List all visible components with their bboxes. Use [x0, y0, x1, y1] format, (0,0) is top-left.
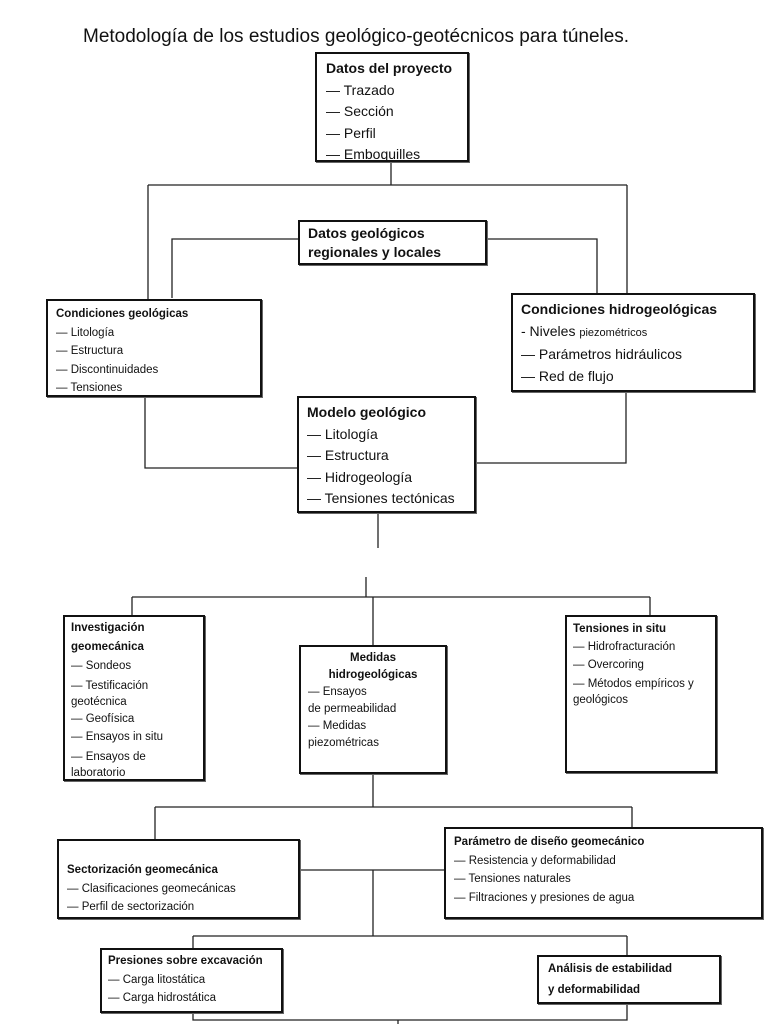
- list-item: laboratorio: [71, 766, 126, 779]
- list-item: — Red de flujo: [521, 367, 614, 384]
- list-item: — Trazado: [326, 81, 395, 98]
- list-item: — Testificación: [71, 679, 149, 692]
- connector: [144, 391, 627, 469]
- connector: [154, 773, 633, 839]
- diagram-title: Metodología de los estudios geológico-ge…: [83, 26, 630, 47]
- box-datos-geologicos: Datos geológicos regionales y locales: [298, 220, 487, 265]
- list-item: — Estructura: [56, 345, 124, 357]
- list-item: — Perfil: [326, 124, 376, 141]
- list-item: — Tensiones tectónicas: [307, 490, 455, 506]
- box-heading: Condiciones geológicas: [56, 308, 189, 320]
- box-heading: Investigación: [71, 622, 145, 634]
- list-item-suffix: piezométricos: [579, 326, 648, 339]
- list-item: — Tensiones: [56, 382, 123, 394]
- list-item: — Métodos empíricos y: [573, 678, 694, 690]
- list-item: — Overcoring: [573, 659, 644, 671]
- list-item: — Hidrofracturación: [573, 641, 676, 653]
- box-heading: geomecánica: [71, 640, 144, 653]
- list-item: — Tensiones naturales: [454, 873, 571, 885]
- box-investigacion-geomecanica: Investigación geomecánica — Sondeos — Te…: [63, 615, 205, 781]
- list-item: de permeabilidad: [308, 703, 397, 715]
- connector: [192, 869, 628, 955]
- list-item: — Litología: [56, 326, 115, 339]
- list-item: — Emboquilles: [326, 146, 421, 162]
- list-item: — Filtraciones y presiones de agua: [454, 891, 635, 904]
- connector: [192, 1003, 628, 1024]
- box-heading: Datos geológicos: [308, 225, 425, 241]
- list-item: — Geofísica: [71, 712, 135, 725]
- box-datos-proyecto: Datos del proyecto — Trazado — Sección —…: [315, 52, 469, 162]
- box-heading: Presiones sobre excavación: [108, 955, 263, 967]
- box-heading: Condiciones hidrogeológicas: [521, 301, 718, 317]
- list-item: — Litología: [307, 425, 378, 442]
- list-item: - Niveles piezométricos: [521, 321, 745, 345]
- list-item: — Perfil de sectorización: [67, 901, 195, 913]
- list-item: — Sondeos: [71, 660, 132, 672]
- list-item: — Ensayos: [308, 686, 367, 698]
- list-item: piezométricas: [308, 737, 379, 749]
- list-item: — Carga litostática: [108, 973, 206, 986]
- box-sectorizacion-geomecanica: Sectorización geomecánica — Clasificacio…: [57, 839, 300, 919]
- list-item: — Sección: [326, 103, 394, 119]
- list-item: — Clasificaciones geomecánicas: [67, 882, 236, 895]
- box-condiciones-hidrogeologicas: Condiciones hidrogeológicas - Niveles pi…: [511, 293, 755, 392]
- connector: [131, 577, 651, 645]
- box-tensiones-in-situ: Tensiones in situ — Hidrofracturación — …: [565, 615, 717, 773]
- box-heading: regionales y locales: [308, 244, 442, 260]
- box-heading: y deformabilidad: [548, 984, 641, 996]
- list-item: geológicos: [573, 694, 628, 706]
- box-heading: Modelo geológico: [307, 404, 426, 420]
- list-item: — Discontinuidades: [56, 363, 159, 376]
- list-item-prefix: - Niveles: [521, 322, 576, 339]
- list-item: — Hidrogeología: [307, 468, 413, 485]
- box-medidas-hidrogeologicas: Medidas hidrogeológicas — Ensayos de per…: [299, 645, 447, 774]
- box-heading: Parámetro de diseño geomecánico: [454, 836, 645, 848]
- list-item: geotécnica: [71, 695, 127, 708]
- connector: [171, 238, 598, 298]
- connector: [147, 161, 628, 299]
- list-item: — Parámetros hidráulicos: [521, 346, 683, 362]
- box-presiones-excavacion: Presiones sobre excavación — Carga litos…: [100, 948, 283, 1013]
- list-item: — Ensayos in situ: [71, 731, 164, 743]
- list-item: — Medidas: [308, 720, 367, 732]
- box-heading: Análisis de estabilidad: [548, 963, 672, 975]
- box-analisis-estabilidad: Análisis de estabilidad y deformabilidad: [537, 955, 721, 1004]
- box-condiciones-geologicas: Condiciones geológicas — Litología — Est…: [46, 299, 262, 397]
- list-item: — Estructura: [307, 447, 389, 463]
- box-heading: Medidas: [349, 652, 396, 664]
- box-modelo-geologico: Modelo geológico — Litología — Estructur…: [297, 396, 476, 513]
- list-item: — Carga hidrostática: [108, 992, 217, 1004]
- box-heading: Datos del proyecto: [326, 60, 453, 76]
- box-heading: Sectorización geomecánica: [67, 864, 218, 876]
- box-heading: Tensiones in situ: [573, 623, 667, 635]
- box-heading: hidrogeológicas: [328, 669, 418, 681]
- list-item: — Ensayos de: [71, 750, 146, 763]
- list-item: — Resistencia y deformabilidad: [454, 854, 616, 867]
- box-parametro-diseno: Parámetro de diseño geomecánico — Resist…: [444, 827, 763, 919]
